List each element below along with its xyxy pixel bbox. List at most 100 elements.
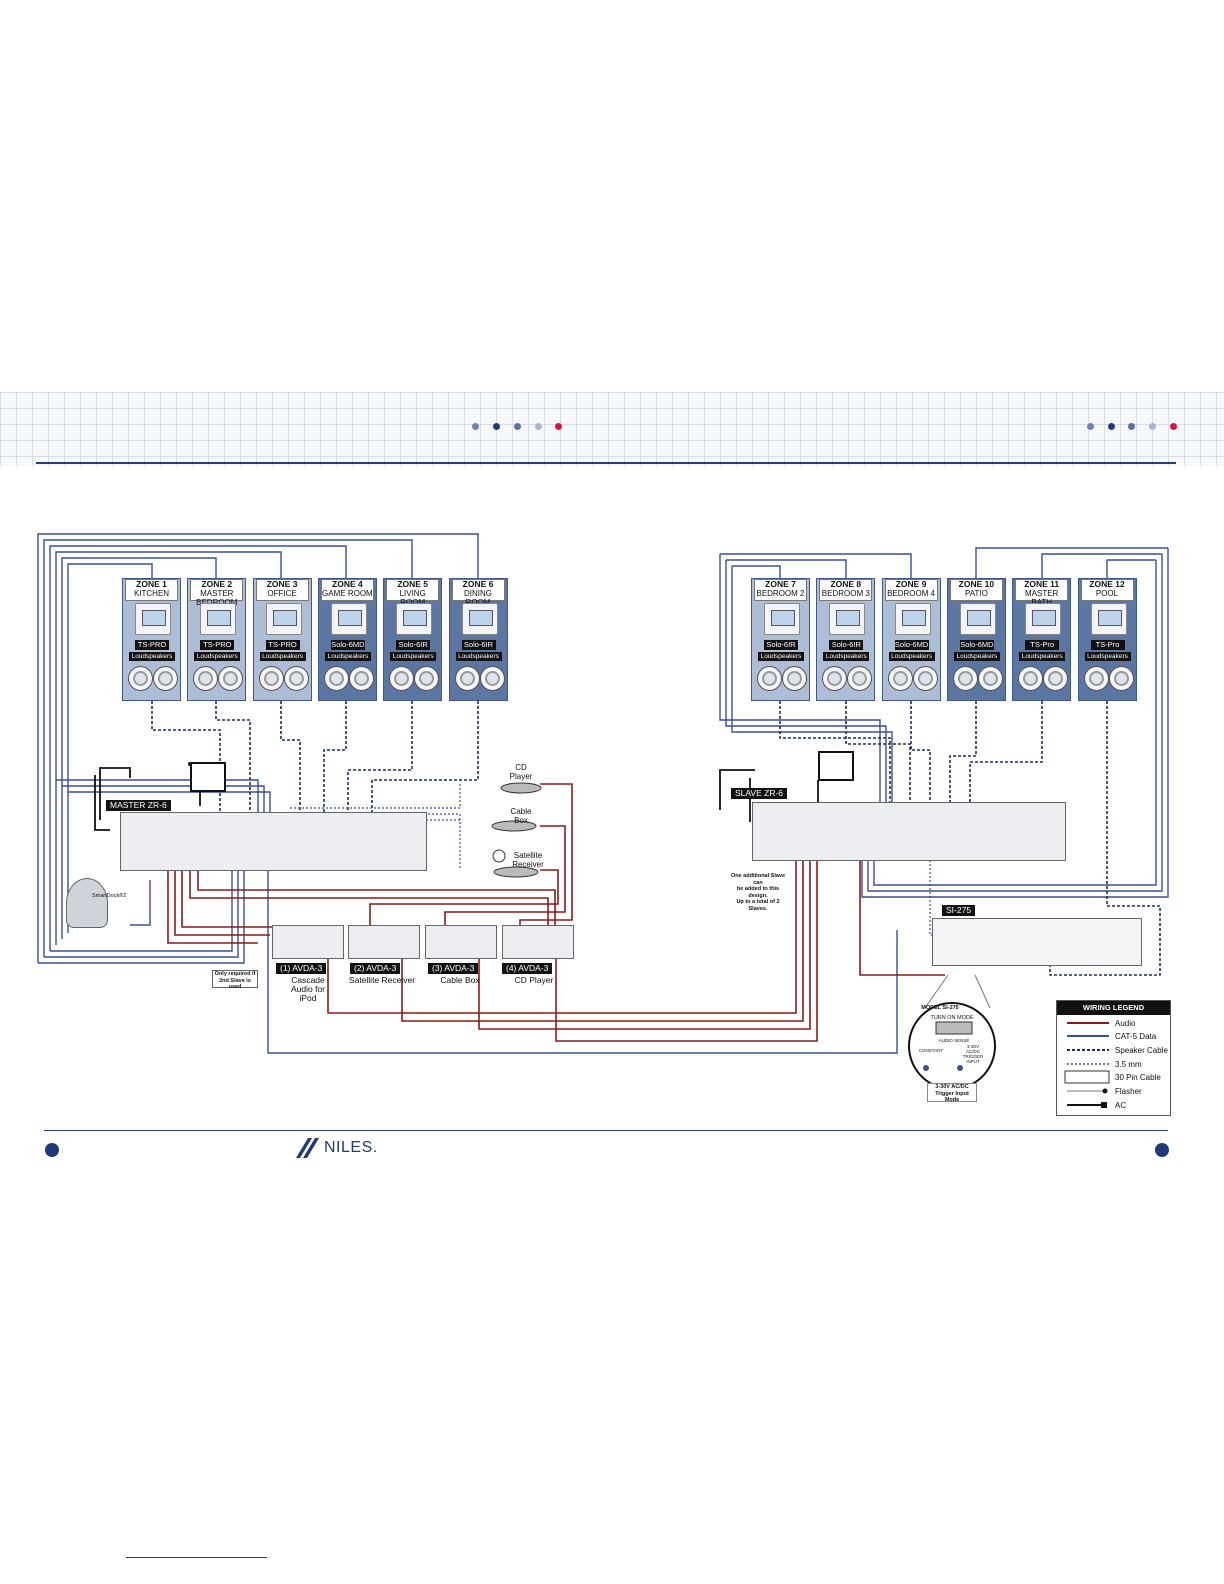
loudspeaker-icon: [782, 666, 807, 691]
header-dot: [1108, 423, 1115, 430]
si275-amp: [932, 918, 1142, 966]
avda-sublabel: CD Player: [514, 975, 554, 985]
keypad-icon: [959, 603, 996, 635]
zone-keypad-model: Solo-6MD: [894, 640, 929, 650]
loudspeaker-icon: [479, 666, 505, 691]
zone-keypad-model: Solo-6MD: [330, 640, 365, 650]
header-dot: [1128, 423, 1135, 430]
zone-speakers-label: Loudspeakers: [953, 652, 1000, 661]
zone-number: ZONE 8: [830, 579, 862, 589]
header-dot: [535, 423, 542, 430]
wiring-legend: WIRING LEGEND Audio CAT-5 Data Speaker C…: [1056, 1000, 1171, 1116]
header-dot: [1149, 423, 1156, 430]
smartdock-icon: [66, 878, 108, 928]
zone-keypad-model: TS-PRO: [135, 640, 169, 650]
avda-sublabel: Audio for: [290, 984, 326, 994]
si275-label: SI-275: [942, 905, 976, 916]
zone-speakers-label: Loudspeakers: [194, 652, 241, 661]
legend-flasher-plug-icon: [1102, 1088, 1108, 1094]
loudspeaker-icon: [128, 666, 153, 691]
loudspeaker-icon: [218, 666, 244, 691]
zone-number: ZONE 12: [1089, 579, 1125, 589]
loudspeaker-icon: [822, 666, 848, 691]
loudspeaker-icon: [454, 666, 480, 691]
avda-label: (3) AVDA-3: [428, 963, 479, 974]
detail-audio-sense: AUDIO SENSE: [938, 1038, 970, 1043]
zone-room: MASTER BATH: [1025, 589, 1059, 607]
master-zr6-rack: [120, 812, 427, 871]
keypad-icon: [200, 603, 237, 635]
keypad-icon: [461, 603, 498, 635]
audio-wires: [167, 783, 945, 1042]
zone-number: ZONE 10: [958, 579, 995, 589]
loudspeaker-icon: [283, 666, 309, 691]
satellite-dish-icon: [492, 849, 506, 863]
header-dot-accent: [1170, 423, 1177, 430]
loudspeaker-icon: [1018, 666, 1044, 691]
zone-room: GAME ROOM: [322, 589, 373, 598]
legend-item-pin30: 30 Pin Cable: [1115, 1073, 1161, 1082]
ac-wires: [94, 767, 819, 831]
loudspeaker-icon: [348, 666, 374, 691]
avda-1-box: [272, 925, 344, 959]
footer-dot-left: [45, 1143, 59, 1157]
legend-item-flasher: Flasher: [1115, 1087, 1142, 1096]
cable-box-icon: [491, 820, 537, 832]
keypad-icon: [829, 603, 866, 635]
am-antenna-icon: [190, 762, 226, 792]
zone-room: MASTER BEDROOM: [196, 589, 237, 607]
loudspeaker-icon: [153, 666, 178, 691]
loudspeaker-icon: [952, 666, 978, 691]
pin30-wire: [130, 880, 151, 926]
bottom-rule: [126, 1557, 267, 1558]
zone-keypad-model: TS-PRO: [200, 640, 235, 650]
zone-room: POOL: [1095, 589, 1119, 598]
detail-mode-title: TURN ON MODE: [930, 1015, 974, 1021]
avda-2-box: [348, 925, 420, 959]
zone-room: PATIO: [964, 589, 988, 598]
zone-number: ZONE 5: [397, 579, 429, 589]
avda-label: (1) AVDA-3: [276, 963, 327, 974]
avda-3-box: [425, 925, 497, 959]
zone-keypad-model: Solo-6MD: [959, 640, 994, 650]
am-antenna-icon: [818, 751, 854, 781]
cd-player-icon: [500, 782, 542, 794]
loudspeaker-icon: [1108, 666, 1134, 691]
avda-sublabel: Cascade: [291, 975, 325, 985]
loudspeaker-icon: [323, 666, 349, 691]
keypad-icon: [396, 603, 433, 635]
header-rule: [36, 462, 1176, 464]
detail-model: MODEL SI-275: [921, 1005, 959, 1011]
legend-title: WIRING LEGEND: [1057, 1001, 1170, 1015]
loudspeaker-icon: [258, 666, 284, 691]
keypad-icon: [135, 603, 171, 635]
slave-zr6-label: SLAVE ZR-6: [731, 788, 788, 799]
header-dot: [1087, 423, 1094, 430]
zone-number: ZONE 6: [462, 579, 494, 589]
legend-item-cat5: CAT-5 Data: [1115, 1032, 1157, 1041]
zone-room: LIVING ROOM: [399, 589, 426, 607]
loudspeaker-icon: [389, 666, 415, 691]
zone-keypad-model: Solo-6IR: [461, 640, 496, 650]
zone-speakers-label: Loudspeakers: [129, 652, 175, 661]
